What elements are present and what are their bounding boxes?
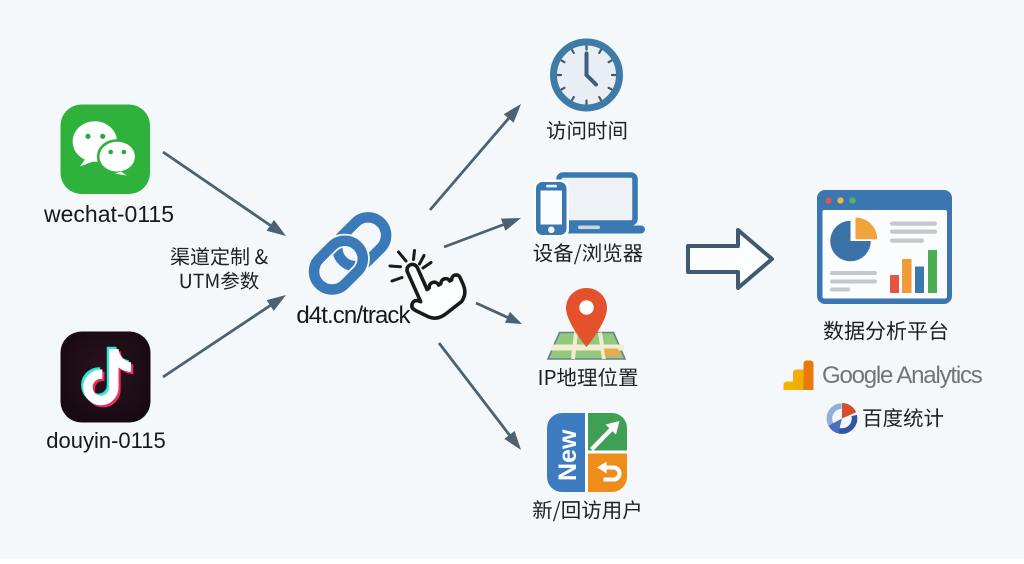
svg-text:douyin-0115: douyin-0115: [46, 428, 165, 453]
svg-text:wechat-0115: wechat-0115: [43, 201, 174, 227]
svg-text:Google Analytics: Google Analytics: [822, 362, 983, 389]
svg-text:New: New: [554, 429, 582, 481]
svg-text:d4t.cn/track: d4t.cn/track: [296, 302, 411, 329]
